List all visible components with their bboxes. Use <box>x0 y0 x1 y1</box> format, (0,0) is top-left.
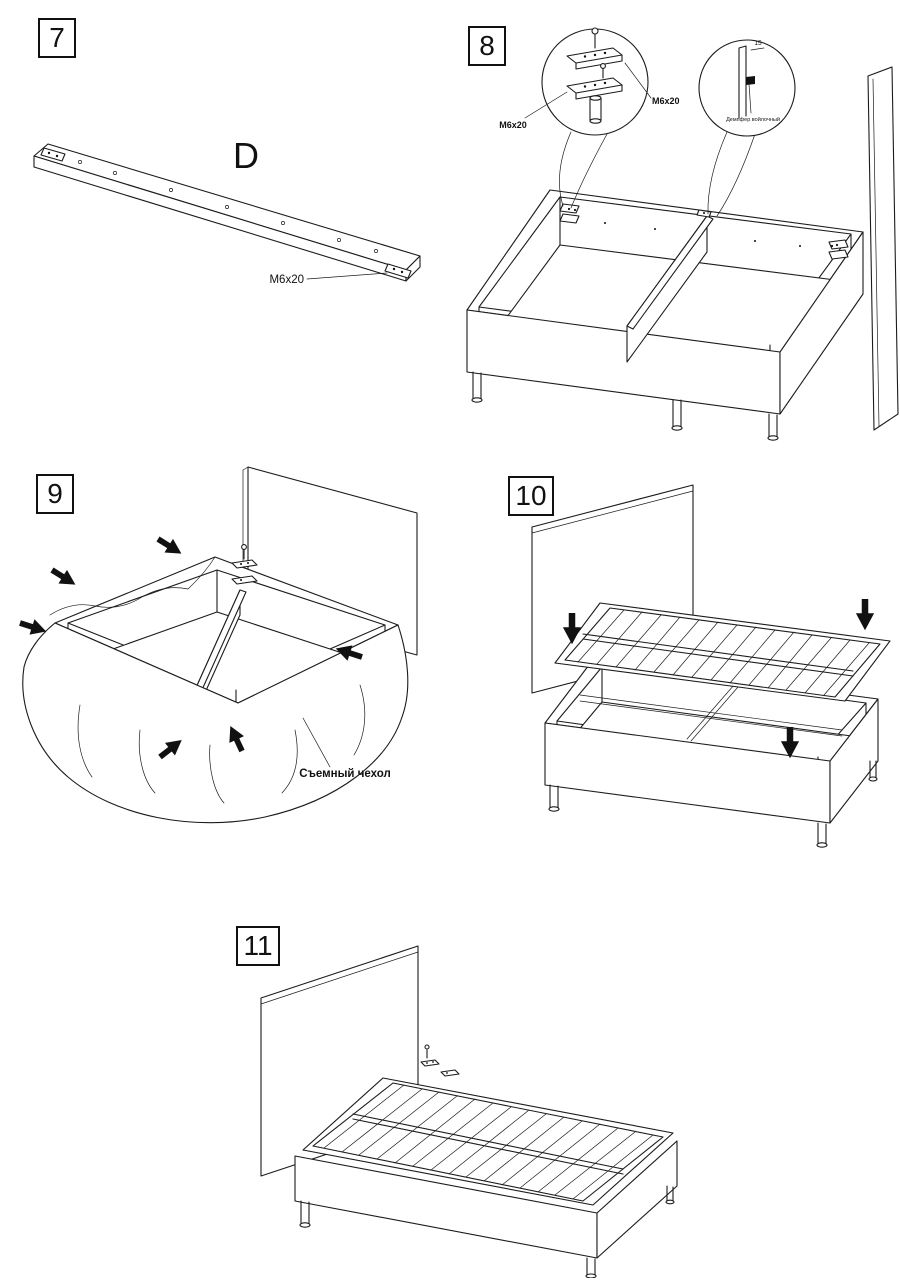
slatted-base <box>302 1077 674 1206</box>
center-rail <box>626 215 714 363</box>
bed-frame-box <box>466 189 864 415</box>
step-9-illustration-cover: Съемный чехол <box>19 466 418 824</box>
detail-circle-brackets: М6х20 М6х20 <box>499 27 680 209</box>
frame-legs <box>299 1185 675 1278</box>
detail-circle-damper: 15 Демпфер войлочный <box>698 39 796 217</box>
step-7-number: 7 <box>49 22 65 53</box>
step-7-illustration-side-rail: D M6x20 <box>33 135 421 286</box>
corner-bracket-left <box>559 203 580 224</box>
hardware-leader-line <box>306 272 388 280</box>
damper-label: Демпфер войлочный <box>726 116 780 123</box>
step-8-illustration-frame-brackets: М6х20 М6х20 15 Демпфер войлочный <box>466 27 899 441</box>
plank-d-drawing <box>33 143 421 282</box>
step-11-illustration-assembled-bed <box>260 945 678 1278</box>
hardware-label-m6x20: M6x20 <box>269 274 304 286</box>
part-label-d: D <box>233 135 259 176</box>
step-10-number: 10 <box>515 480 547 511</box>
label-leader-right <box>624 62 652 99</box>
rail-bracket <box>696 209 712 218</box>
left-corner-bracket <box>40 147 66 162</box>
step-10: 10 <box>455 450 900 870</box>
wall-holes <box>604 222 801 247</box>
right-corner-bracket <box>384 263 412 279</box>
step-11-number-box: 11 <box>236 926 280 966</box>
step-10-number-box: 10 <box>508 476 554 516</box>
plank-holes <box>78 160 378 253</box>
removable-cover-skirt <box>22 556 409 824</box>
step-7-number-box: 7 <box>38 18 76 58</box>
storage-box <box>544 660 879 848</box>
step-10-illustration-slat-base <box>531 484 891 848</box>
bed-frame <box>294 1140 678 1278</box>
center-bracket-details <box>420 1044 460 1077</box>
cover-leader-line <box>302 717 331 768</box>
felt-damper <box>746 76 755 85</box>
step-9: 9 <box>0 450 455 865</box>
step-8-number: 8 <box>479 30 495 61</box>
step-11-number: 11 <box>243 930 273 961</box>
damper-leader <box>748 83 752 114</box>
step-7: 7 <box>0 0 450 330</box>
label-leader-left <box>524 91 568 119</box>
frame-legs <box>471 371 779 441</box>
step-8: 8 <box>450 0 900 450</box>
frame-legs <box>548 760 878 848</box>
rail-bracket-assembly <box>231 544 258 585</box>
hardware-label-m6x20-left: М6х20 <box>499 120 527 130</box>
headboard-panel <box>867 66 899 431</box>
slatted-base <box>554 602 891 702</box>
dimension-label-15: 15 <box>754 40 762 47</box>
direction-arrows <box>562 599 875 759</box>
step-9-number-box: 9 <box>36 474 74 514</box>
corner-bracket-right <box>828 239 849 260</box>
hardware-label-m6x20-right: М6х20 <box>652 96 680 106</box>
direction-arrows <box>19 536 363 760</box>
step-11: 11 <box>0 900 900 1280</box>
step-8-number-box: 8 <box>468 26 506 66</box>
cover-label: Съемный чехол <box>299 768 391 780</box>
step-9-number: 9 <box>47 478 63 509</box>
